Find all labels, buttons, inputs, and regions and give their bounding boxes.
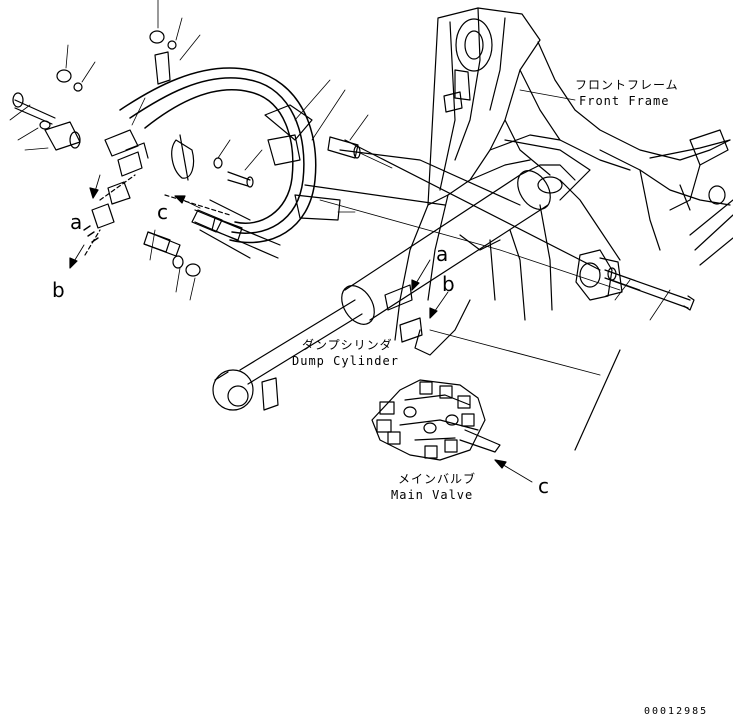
ref-letter-a-left: a bbox=[70, 210, 83, 234]
front-frame-label-jp: フロントフレーム bbox=[575, 78, 679, 92]
ref-letter-a-right: a bbox=[436, 242, 449, 266]
ref-letter-b-right: b bbox=[442, 272, 455, 296]
ref-letter-c-left: c bbox=[157, 200, 168, 224]
ref-letter-b-left: b bbox=[52, 278, 65, 302]
dump-cylinder-label-en: Dump Cylinder bbox=[292, 354, 399, 368]
dump-cylinder-label-jp: ダンプシリンダ bbox=[302, 338, 393, 352]
main-valve bbox=[371, 379, 533, 483]
reference-arrows bbox=[69, 174, 621, 451]
main-valve-label-jp: メインバルブ bbox=[398, 472, 477, 486]
ref-letter-c-right: c bbox=[538, 474, 549, 498]
hoses bbox=[9, 0, 671, 321]
dump-cylinder bbox=[212, 139, 695, 411]
front-frame-label-en: Front Frame bbox=[579, 94, 670, 108]
drawing-number: 00012985 bbox=[644, 706, 709, 717]
main-valve-label-en: Main Valve bbox=[391, 488, 474, 502]
